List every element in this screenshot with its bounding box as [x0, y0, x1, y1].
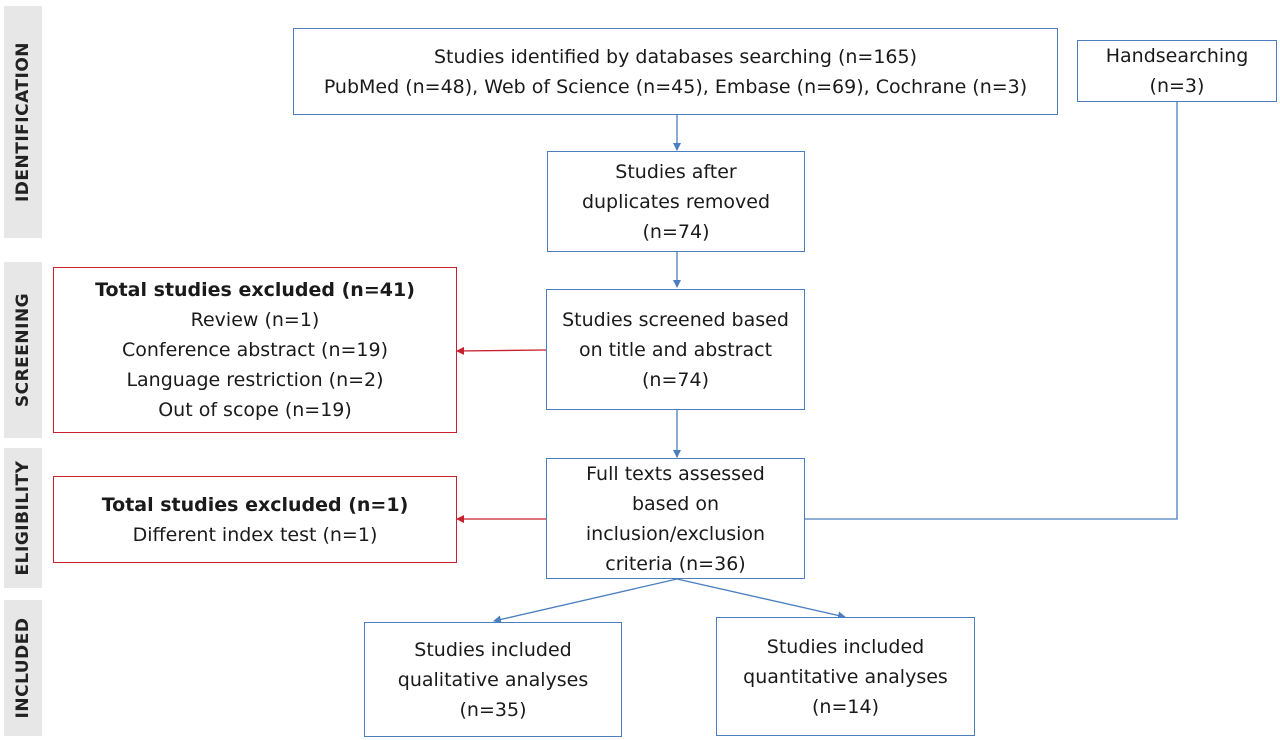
box-line: Handsearching: [1105, 45, 1249, 67]
box-line: Full texts assessed: [586, 462, 765, 485]
box-line: qualitative analyses: [397, 668, 589, 691]
box-excluded-screening: Total studies excluded (n=41) Review (n=…: [53, 267, 457, 433]
phase-label: ELIGIBILITY: [13, 460, 33, 576]
box-identified: Studies identified by databases searchin…: [293, 28, 1058, 115]
box-duplicates-removed: Studies after duplicates removed (n=74): [547, 151, 805, 252]
box-quantitative: Studies included quantitative analyses (…: [716, 617, 975, 736]
box-line: duplicates removed: [581, 190, 771, 213]
box-excluded-eligibility: Total studies excluded (n=1) Different i…: [53, 476, 457, 563]
arrow-fulltext-to-qualitative: [493, 578, 678, 624]
box-line: (n=74): [642, 368, 709, 391]
arrow-screened-to-excluded: [456, 346, 547, 355]
box-screened: Studies screened based on title and abst…: [546, 289, 805, 410]
box-line: criteria (n=36): [605, 552, 746, 575]
box-line: Studies after: [615, 160, 737, 183]
phase-label: INCLUDED: [13, 617, 33, 719]
box-line: Review (n=1): [190, 309, 320, 331]
box-title: Total studies excluded (n=1): [101, 493, 409, 516]
box-line: Studies identified by databases searchin…: [433, 45, 918, 68]
box-line: (n=74): [642, 220, 710, 243]
box-line: Language restriction (n=2): [126, 369, 384, 391]
box-line: Out of scope (n=19): [158, 399, 352, 421]
box-full-text: Full texts assessed based on inclusion/e…: [546, 458, 805, 579]
box-line: Studies included: [414, 638, 572, 661]
arrow-fulltext-to-quantitative: [676, 578, 846, 620]
box-line: (n=35): [459, 698, 527, 721]
box-line: on title and abstract: [578, 338, 773, 361]
box-title: Total studies excluded (n=41): [95, 279, 415, 301]
line-handsearching-to-fulltext: [805, 102, 1178, 520]
box-handsearching: Handsearching (n=3): [1077, 40, 1277, 102]
phase-identification: IDENTIFICATION: [4, 6, 42, 238]
box-line: inclusion/exclusion: [585, 522, 766, 545]
box-line: Studies screened based: [562, 308, 789, 331]
box-line: Studies included: [766, 635, 925, 658]
box-line: quantitative analyses: [743, 665, 948, 688]
box-line: (n=3): [1149, 75, 1205, 97]
phase-label: IDENTIFICATION: [13, 41, 33, 203]
phase-screening: SCREENING: [4, 262, 42, 438]
box-line: Conference abstract (n=19): [121, 339, 389, 361]
box-line: Different index test (n=1): [132, 523, 378, 546]
box-line: based on: [631, 492, 720, 515]
box-line: PubMed (n=48), Web of Science (n=45), Em…: [323, 75, 1028, 98]
phase-label: SCREENING: [13, 292, 33, 408]
phase-included: INCLUDED: [4, 600, 42, 736]
phase-eligibility: ELIGIBILITY: [4, 448, 42, 588]
box-qualitative: Studies included qualitative analyses (n…: [364, 622, 622, 737]
box-line: (n=14): [812, 695, 879, 718]
